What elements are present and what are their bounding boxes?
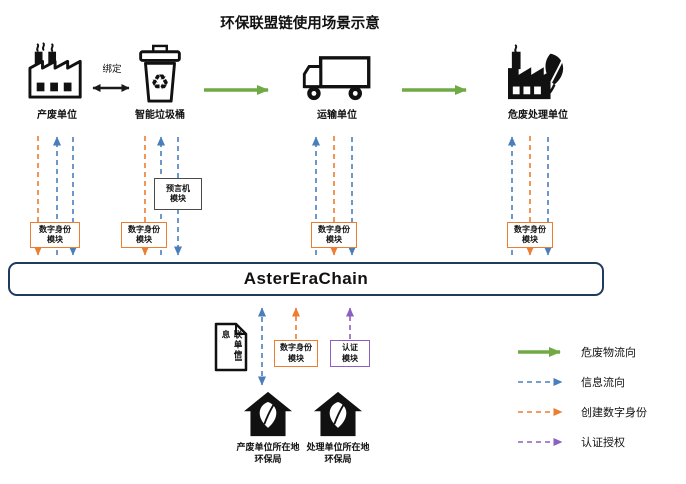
eco-factory-icon: [503, 44, 571, 102]
identity-module-box-producer: 数字身份 模块: [30, 222, 80, 248]
legend-label: 危废物流向: [581, 347, 636, 359]
truck-icon: [300, 54, 374, 104]
legend-item-auth: 认证授权: [516, 434, 625, 450]
legend-label: 创建数字身份: [581, 407, 647, 419]
identity-module-box-bin: 数字身份 模块: [121, 222, 167, 248]
oracle-module-box: 预言机 模块: [154, 178, 202, 210]
unit-label-treatment: 危废处理单位: [508, 110, 568, 121]
recycle-symbol-icon: ♻: [150, 70, 169, 94]
eco-house-icon-producer-bureau: [242, 390, 294, 438]
legend-label: 认证授权: [581, 437, 625, 449]
factory-icon: [26, 42, 88, 100]
legend-item-info-flow: 信息流向: [516, 374, 625, 390]
smart-trash-bin-icon: ♻: [134, 44, 186, 104]
blockchain-name: AsterEraChain: [243, 269, 369, 288]
bind-label: 绑定: [102, 64, 122, 75]
manifest-document-icon: [213, 322, 249, 372]
legend-item-create-identity: 创建数字身份: [516, 404, 647, 420]
diagram-title: 环保联盟链使用场景示意: [220, 16, 380, 32]
legend-label: 信息流向: [581, 377, 625, 389]
identity-module-box-transport: 数字身份 模块: [311, 222, 357, 248]
legend-arrow-green: [518, 347, 561, 357]
bureau-label-producer: 产废单位所在地 环保局: [236, 442, 300, 465]
legend-arrow-purple: [518, 438, 563, 446]
unit-label-transport: 运输单位: [317, 110, 357, 121]
unit-label-producer: 产废单位: [37, 110, 77, 121]
identity-module-box-treatment: 数字身份 模块: [507, 222, 553, 248]
unit-label-bin: 智能垃圾桶: [135, 110, 185, 121]
auth-module-box: 认证 模块: [330, 340, 370, 367]
legend-item-waste-flow: 危废物流向: [516, 344, 636, 360]
blockchain-bar: AsterEraChain: [8, 262, 604, 296]
bureau-label-treatment: 处理单位所在地 环保局: [306, 442, 370, 465]
identity-module-box-bureau: 数字身份 模块: [274, 340, 318, 367]
legend-arrow-orange: [518, 408, 563, 416]
legend-arrow-blue: [518, 378, 563, 386]
manifest-label: 联单信息: [221, 330, 243, 360]
eco-house-icon-treatment-bureau: [312, 390, 364, 438]
